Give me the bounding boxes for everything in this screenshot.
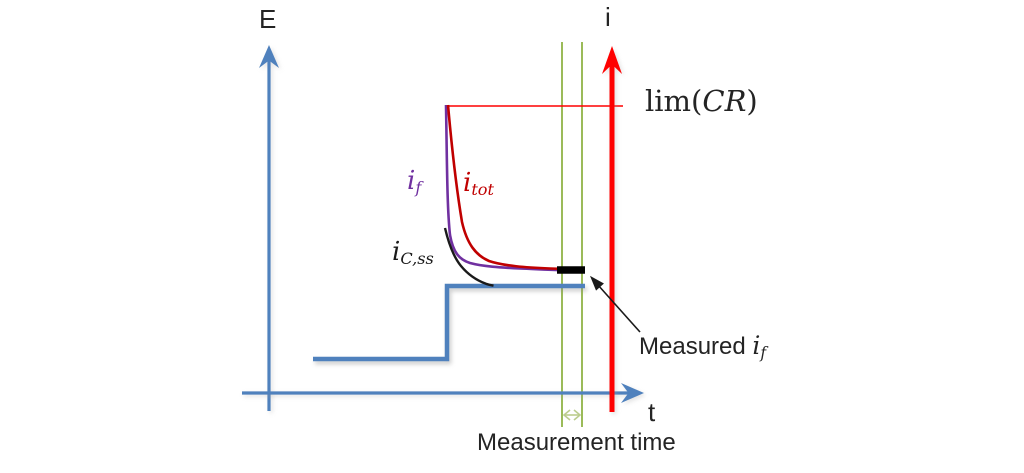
potential-step-curve (313, 283, 585, 362)
i-f-curve (444, 104, 585, 273)
i-axis (602, 46, 622, 412)
lim-cr-post: ) (746, 84, 758, 118)
i-tot-label: itot (463, 168, 494, 200)
i-css-label: iC,ss (392, 237, 434, 269)
lim-cr-label: lim(CR) (645, 87, 758, 116)
i-css-curve (443, 227, 494, 287)
lim-cr-pre: lim( (645, 84, 703, 118)
e-axis (259, 45, 279, 411)
lim-cr-var: CR (702, 84, 747, 118)
measurement-window-width-arrow (562, 409, 582, 421)
measurement-time-label: Measurement time (477, 429, 676, 456)
e-axis-label: E (259, 4, 277, 34)
t-axis (242, 383, 644, 403)
i-axis-label: i (605, 2, 611, 32)
measured-annotation-arrow (590, 275, 641, 333)
measured-if-label: Measured if (639, 331, 767, 362)
i-f-label: if (407, 166, 422, 198)
t-axis-label: t (648, 397, 656, 427)
